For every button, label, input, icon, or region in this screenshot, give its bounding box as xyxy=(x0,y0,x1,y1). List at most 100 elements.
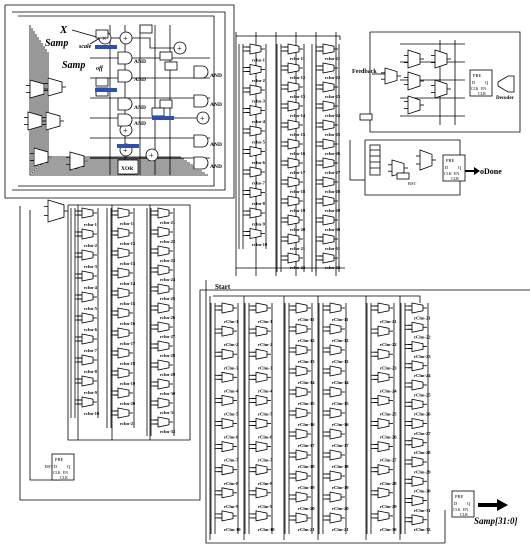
mux-block xyxy=(329,323,342,335)
d-label: D xyxy=(454,501,458,506)
mux-block xyxy=(411,360,424,372)
mux-block xyxy=(322,195,335,207)
d-label: D xyxy=(54,464,58,469)
mux-block xyxy=(407,49,421,69)
mux-block xyxy=(329,344,342,356)
operator-circle xyxy=(145,148,159,162)
gate-label: AND xyxy=(210,142,222,148)
mux-block xyxy=(117,307,130,319)
mux-block xyxy=(221,464,234,476)
clk-label: CLK xyxy=(453,508,461,512)
mux-block xyxy=(287,138,300,150)
mux-block xyxy=(157,302,170,314)
mux-block xyxy=(249,187,262,198)
register-block xyxy=(469,69,493,97)
mux-block xyxy=(249,207,262,219)
samp-off-label: Samp xyxy=(62,60,85,71)
chain-module-label: rClm-6 xyxy=(224,435,239,440)
mux-block xyxy=(81,270,94,282)
gate-label: AND xyxy=(210,164,222,170)
mux-block xyxy=(221,302,234,314)
en-label: EN xyxy=(454,172,459,176)
mux-block xyxy=(377,348,390,360)
mux-block xyxy=(411,398,424,410)
chain-module-label: rClm-28 xyxy=(414,450,431,455)
chain-module-label: rClm-19 xyxy=(332,485,349,490)
chain-module-label: rchn-23 xyxy=(325,94,341,99)
and-gate xyxy=(117,69,133,83)
mux-block xyxy=(287,214,300,226)
mux-block xyxy=(117,247,130,259)
mux-block xyxy=(157,340,170,352)
constant-box xyxy=(95,88,117,92)
mux-block xyxy=(295,470,308,482)
chain-module-label: rchn-21 xyxy=(290,246,306,251)
chain-module-label: rchn-1 xyxy=(252,58,266,63)
chain-module-label: rchn-21 xyxy=(160,220,176,225)
operator-symbol: + xyxy=(123,146,128,155)
wire xyxy=(29,25,208,176)
chain-module-label: rClm-13 xyxy=(332,359,349,364)
chain-module-label: rchn-12 xyxy=(290,75,306,80)
mux-block xyxy=(322,138,335,150)
chain-module-label: rchn-29 xyxy=(160,372,176,377)
mux-block xyxy=(117,207,130,219)
mux-block xyxy=(157,264,170,276)
chain-module-label: rchn-31 xyxy=(160,410,176,415)
register-block xyxy=(451,490,475,518)
chain-module-label: rchn-11 xyxy=(290,56,306,61)
operator-circle xyxy=(173,41,187,55)
mux-block xyxy=(221,418,234,429)
chain-module-label: rchn-28 xyxy=(160,353,176,358)
chain-module-label: rClm-1 xyxy=(258,319,273,324)
mux-block xyxy=(81,291,94,303)
decoder-block xyxy=(497,75,515,93)
wire xyxy=(71,29,101,39)
mux-block xyxy=(255,371,268,383)
mux-block xyxy=(255,510,268,522)
chain-module-label: rchn-25 xyxy=(325,132,341,137)
chain-module-label: rchn-30 xyxy=(160,391,176,396)
and-gate xyxy=(193,156,209,170)
mux-block xyxy=(377,510,390,522)
chain-module-label: rClm-23 xyxy=(414,354,431,359)
chain-module-label: rClm-2 xyxy=(224,342,239,347)
start-label: Start xyxy=(215,283,231,291)
output-bus-arrow xyxy=(478,499,508,511)
chain-module-label: rchn-17 xyxy=(120,341,136,346)
mux-block xyxy=(157,283,170,295)
chain-module-label: rClm-12 xyxy=(332,338,349,343)
chain-module-label: rchn-1 xyxy=(84,222,98,227)
chain-module-label: rchn-19 xyxy=(120,381,136,386)
mux-block xyxy=(221,371,234,383)
mux-block xyxy=(255,441,268,453)
mux-block xyxy=(221,325,234,337)
chain-module-label: rClm-22 xyxy=(380,342,397,347)
mux-block xyxy=(221,348,234,360)
chain-module-label: rClm-11 xyxy=(298,317,315,322)
samp-bus-label: Samp[31:0] xyxy=(474,516,518,526)
gate-label: AND xyxy=(134,105,146,111)
mux-block xyxy=(295,386,308,398)
mux-block xyxy=(329,386,342,398)
pre-label: PRE xyxy=(55,457,64,462)
mux-block xyxy=(117,347,130,359)
chain-module-label: rClm-21 xyxy=(298,527,315,532)
mux-block xyxy=(295,428,308,440)
mux-block xyxy=(221,510,234,522)
operator-circle xyxy=(119,31,133,45)
mux-block xyxy=(329,428,342,440)
chain-module-label: rClm-31 xyxy=(414,508,431,513)
chain-module-label: rchn-6 xyxy=(252,160,266,165)
wire xyxy=(89,37,101,45)
operator-symbol: + xyxy=(200,114,205,123)
mux-block xyxy=(329,491,342,503)
chain-module-label: rchn-15 xyxy=(120,301,136,306)
chain-module-label: rClm-15 xyxy=(332,401,349,406)
mux-block xyxy=(329,407,342,419)
chain-module-label: rClm-26 xyxy=(414,412,431,417)
mux-block xyxy=(322,119,335,131)
operator-symbol: × xyxy=(102,34,107,43)
mux-block xyxy=(377,325,390,337)
